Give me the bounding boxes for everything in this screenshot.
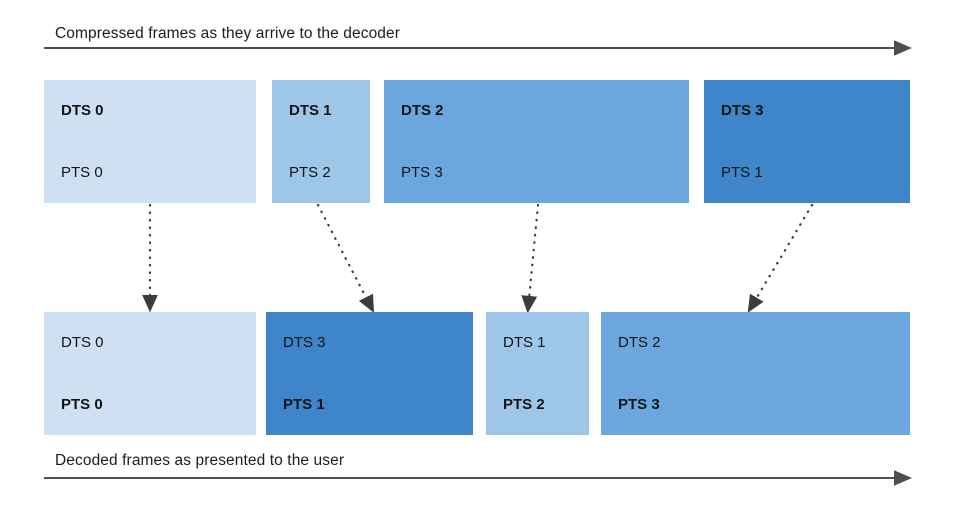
bottom-frame-3[interactable]: DTS 2 PTS 3	[601, 312, 910, 435]
top-dts-label-2: DTS 2	[401, 102, 444, 119]
bottom-frame-0[interactable]: DTS 0 PTS 0	[44, 312, 256, 435]
top-pts-label-0: PTS 0	[61, 164, 103, 181]
reorder-arrows	[142, 203, 814, 314]
top-pts-label-2: PTS 3	[401, 164, 443, 181]
bottom-dts-label-0: DTS 0	[61, 334, 104, 351]
mapping-arrow-1	[316, 203, 375, 313]
top-dts-label-1: DTS 1	[289, 102, 332, 119]
top-frame-1[interactable]: DTS 1 PTS 2	[272, 80, 370, 203]
top-dts-label-0: DTS 0	[61, 102, 104, 119]
top-frame-3[interactable]: DTS 3 PTS 1	[704, 80, 910, 203]
top-pts-label-1: PTS 2	[289, 164, 331, 181]
bottom-frame-2[interactable]: DTS 1 PTS 2	[486, 312, 589, 435]
top-frame-0[interactable]: DTS 0 PTS 0	[44, 80, 256, 203]
top-frame-2[interactable]: DTS 2 PTS 3	[384, 80, 689, 203]
bottom-pts-label-2: PTS 2	[503, 396, 545, 413]
bottom-dts-label-2: DTS 1	[503, 334, 546, 351]
bottom-caption: Decoded frames as presented to the user	[55, 452, 345, 469]
mapping-arrow-2	[521, 203, 540, 314]
top-dts-label-3: DTS 3	[721, 102, 764, 119]
bottom-pts-label-1: PTS 1	[283, 396, 325, 413]
bottom-dts-label-1: DTS 3	[283, 334, 326, 351]
bottom-pts-label-3: PTS 3	[618, 396, 660, 413]
top-caption: Compressed frames as they arrive to the …	[55, 25, 400, 42]
bottom-frame-1[interactable]: DTS 3 PTS 1	[266, 312, 473, 435]
bottom-dts-label-3: DTS 2	[618, 334, 661, 351]
mapping-arrow-3	[747, 203, 814, 313]
bottom-pts-label-0: PTS 0	[61, 396, 103, 413]
top-pts-label-3: PTS 1	[721, 164, 763, 181]
